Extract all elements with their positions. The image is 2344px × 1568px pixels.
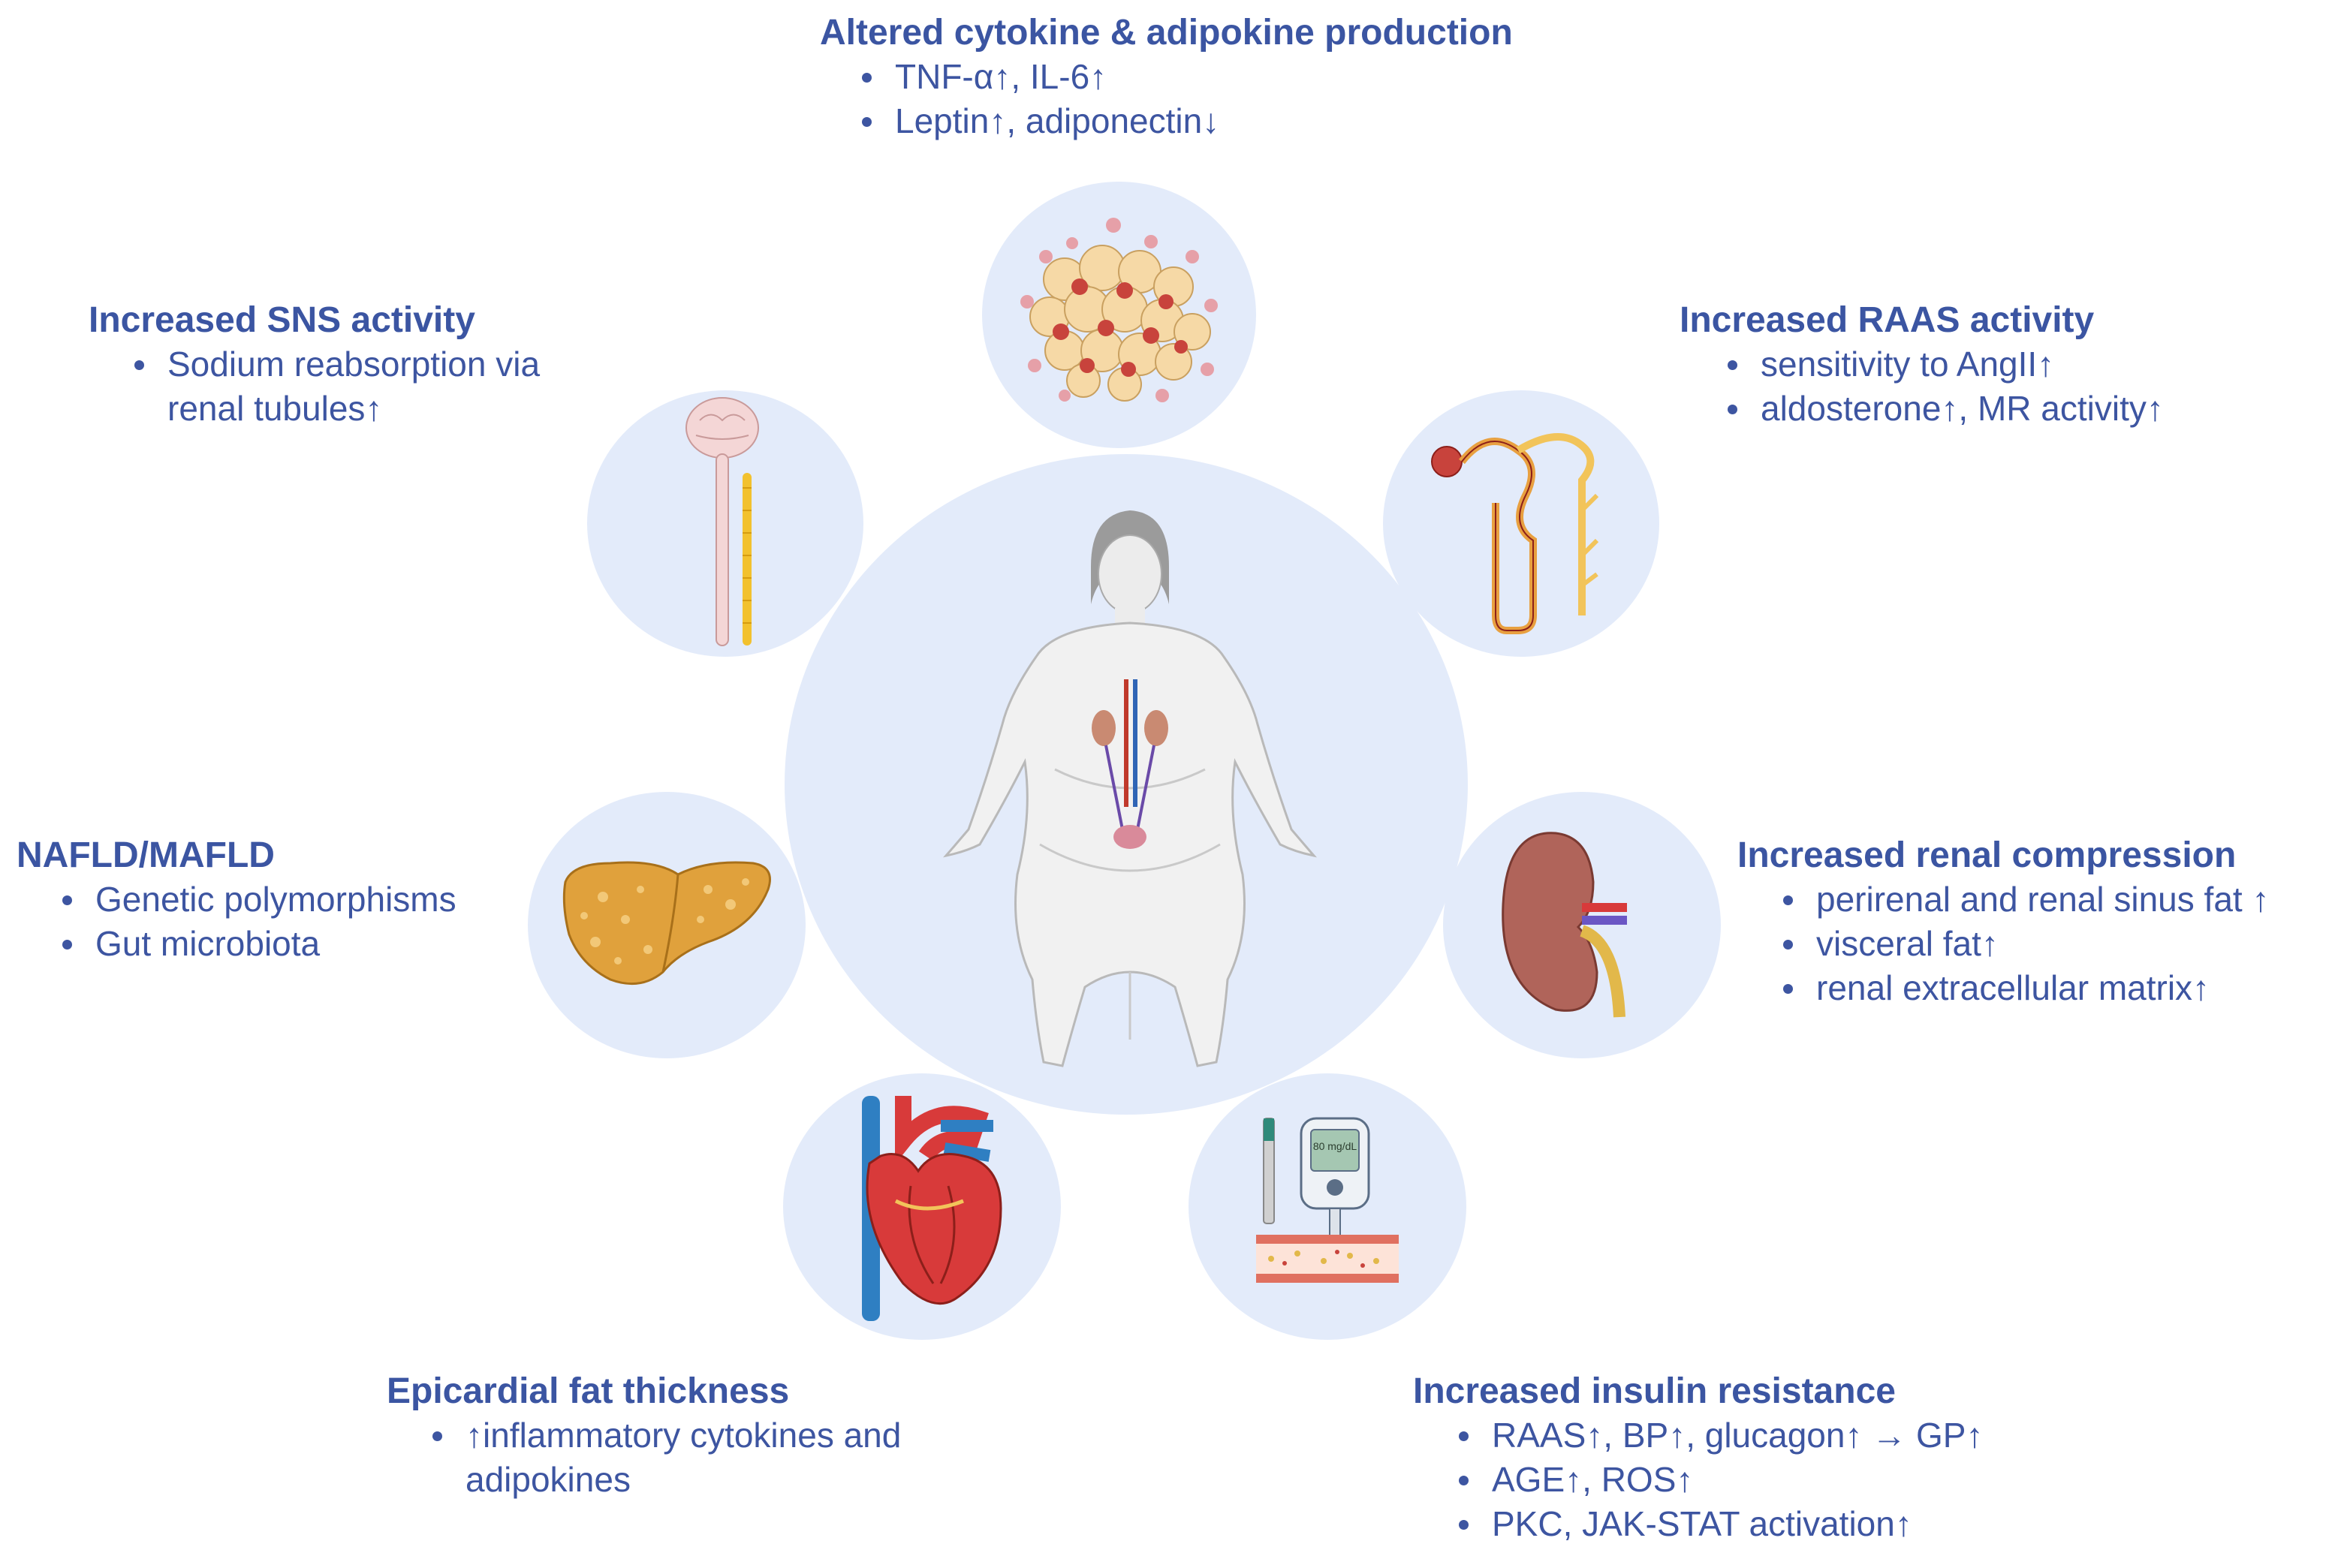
- nafld-title: NAFLD/MAFLD: [17, 835, 275, 875]
- kidney-icon: [1502, 832, 1627, 1018]
- epicardial-item: ↑inflammatory cytokines and adipokines: [420, 1413, 1006, 1502]
- epicardial-list: ↑inflammatory cytokines and adipokines: [420, 1413, 1062, 1502]
- epicardial-circle: [783, 1073, 1061, 1340]
- raas-circle: [1383, 390, 1659, 657]
- insulin-list: RAAS↑, BP↑, glucagon↑ → GP↑ AGE↑, ROS↑ P…: [1447, 1413, 1984, 1546]
- cytokine-list: TNF-α↑, IL-6↑ Leptin↑, adiponectin↓: [850, 55, 1513, 143]
- nafld-list: Genetic polymorphisms Gut microbiota: [50, 877, 456, 966]
- insulin-item: PKC, JAK-STAT activation↑: [1447, 1502, 1984, 1546]
- brain-spinal-cord-icon: [685, 397, 759, 646]
- insulin-circle: 80 mg/dL: [1189, 1073, 1466, 1340]
- renal-item: visceral fat↑: [1771, 922, 2269, 966]
- epicardial-title: Epicardial fat thickness: [387, 1371, 790, 1411]
- insulin-title: Increased insulin resistance: [1413, 1371, 1896, 1411]
- cytokine-circle: [982, 182, 1256, 448]
- insulin-item: AGE↑, ROS↑: [1447, 1458, 1984, 1502]
- meter-display: 80 mg/dL: [1313, 1140, 1357, 1152]
- raas-text-block: Increased RAAS activity sensitivity to A…: [1680, 299, 2164, 431]
- renal-item: perirenal and renal sinus fat ↑: [1771, 877, 2269, 922]
- epicardial-text-block: Epicardial fat thickness ↑inflammatory c…: [387, 1370, 1062, 1502]
- raas-item: sensitivity to AngII↑: [1716, 342, 2164, 387]
- sns-circle: [587, 390, 863, 657]
- heart-icon: [862, 1096, 1002, 1321]
- sns-item: Sodium reabsorption via renal tubules↑: [122, 342, 610, 431]
- center-circle: [785, 454, 1468, 1115]
- sns-title: Increased SNS activity: [89, 300, 475, 340]
- raas-title: Increased RAAS activity: [1680, 300, 2095, 340]
- insulin-item: RAAS↑, BP↑, glucagon↑ → GP↑: [1447, 1413, 1984, 1458]
- renal-circle: [1443, 792, 1721, 1058]
- renal-text-block: Increased renal compression perirenal an…: [1737, 834, 2269, 1010]
- glucose-meter-icon: 80 mg/dL: [1256, 1117, 1399, 1283]
- raas-list: sensitivity to AngII↑ aldosterone↑, MR a…: [1716, 342, 2164, 431]
- sns-text-block: Increased SNS activity Sodium reabsorpti…: [89, 299, 629, 431]
- nafld-text-block: NAFLD/MAFLD Genetic polymorphisms Gut mi…: [17, 834, 456, 966]
- cytokine-item: TNF-α↑, IL-6↑: [850, 55, 1513, 99]
- sns-list: Sodium reabsorption via renal tubules↑: [122, 342, 629, 431]
- nephron-icon: [1431, 433, 1599, 634]
- nafld-item: Genetic polymorphisms: [50, 877, 456, 922]
- fatty-liver-icon: [562, 861, 771, 986]
- renal-item: renal extracellular matrix↑: [1771, 966, 2269, 1010]
- cytokine-text-block: Altered cytokine & adipokine production …: [820, 11, 1513, 143]
- nafld-circle: [528, 792, 806, 1058]
- adipocyte-cluster-icon: [1020, 218, 1218, 402]
- renal-list: perirenal and renal sinus fat ↑ visceral…: [1771, 877, 2269, 1010]
- nafld-item: Gut microbiota: [50, 922, 456, 966]
- cytokine-item: Leptin↑, adiponectin↓: [850, 99, 1513, 143]
- insulin-text-block: Increased insulin resistance RAAS↑, BP↑,…: [1413, 1370, 1984, 1546]
- renal-title: Increased renal compression: [1737, 835, 2237, 875]
- obese-person-icon: [942, 510, 1318, 1067]
- raas-item: aldosterone↑, MR activity↑: [1716, 387, 2164, 431]
- cytokine-title: Altered cytokine & adipokine production: [820, 13, 1513, 53]
